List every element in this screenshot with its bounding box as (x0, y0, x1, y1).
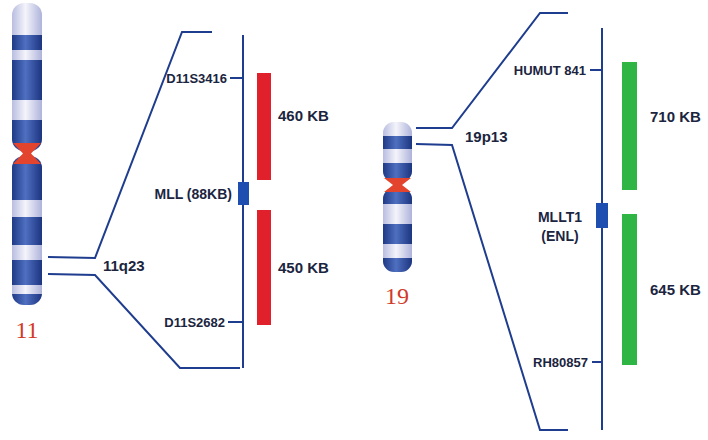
chromosome-number: 19 (385, 283, 409, 309)
gene-label-holder: MLL (88KB) (154, 185, 232, 203)
zoom-lines (48, 32, 243, 368)
gene-box (596, 203, 608, 228)
size-label-holder: 710 KB (650, 108, 701, 126)
marker-label: HUMUT 841 (514, 63, 586, 78)
size-label: 450 KB (278, 259, 329, 276)
gene-label: MLL (88KB) (154, 186, 232, 202)
chromosome-number: 11 (15, 317, 38, 343)
chromosome-number-holder: 19 (385, 283, 409, 310)
marker-label-holder: D11S3416 (166, 69, 227, 87)
marker-label-holder: D11S2682 (164, 313, 225, 331)
probe-bar (622, 214, 637, 365)
size-label: 460 KB (278, 107, 329, 124)
size-label: 710 KB (650, 108, 701, 125)
centromere (13, 143, 41, 164)
zoom-lines (416, 13, 602, 430)
marker-label: RH80857 (533, 355, 588, 370)
chromosome-11-p-arm (12, 3, 42, 151)
gene-box (238, 182, 249, 205)
probe-bar (257, 210, 271, 325)
chromosome-number-holder: 11 (15, 317, 38, 344)
marker-label: D11S3416 (166, 71, 227, 86)
marker-label-holder: HUMUT 841 (514, 61, 586, 79)
band-label-holder: 11q23 (103, 257, 145, 275)
band-label: 11q23 (103, 257, 145, 274)
probe-bar (257, 73, 271, 180)
size-label-holder: 460 KB (278, 107, 329, 125)
gene-label-holder: MLLT1 (ENL) (528, 207, 592, 245)
chromosome-19-p-arm (383, 122, 412, 182)
probe-bar (622, 62, 637, 190)
marker-label-holder: RH80857 (533, 353, 588, 371)
marker-label: D11S2682 (164, 315, 225, 330)
band-label-holder: 19p13 (465, 128, 508, 146)
size-label: 645 KB (650, 281, 701, 298)
chromosome-19-q-arm (383, 188, 412, 272)
size-label-holder: 450 KB (278, 259, 329, 277)
band-label: 19p13 (465, 128, 508, 145)
size-label-holder: 645 KB (650, 281, 701, 299)
gene-label: MLLT1 (ENL) (538, 209, 582, 244)
chromosome-11-q-arm (12, 156, 42, 305)
centromere (384, 178, 411, 192)
